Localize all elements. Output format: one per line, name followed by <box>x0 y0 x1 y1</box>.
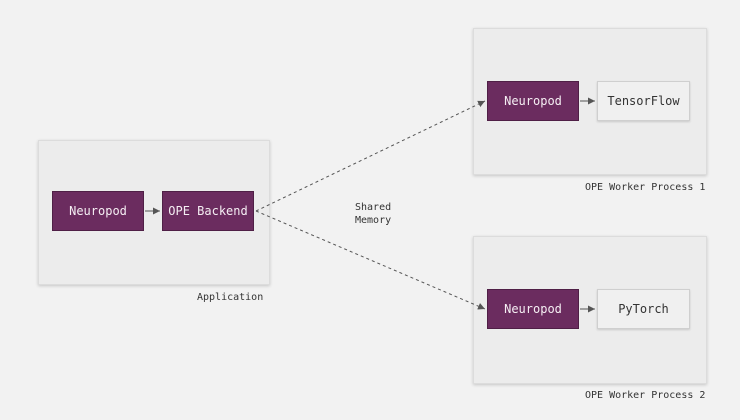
app-neuropod-box: Neuropod <box>52 191 144 231</box>
arrow-backend-to-worker2 <box>255 210 486 310</box>
ope-backend-box: OPE Backend <box>162 191 254 231</box>
application-label: Application <box>197 292 264 303</box>
shared-memory-line2: Memory <box>355 215 392 226</box>
shared-memory-line1: Shared <box>355 202 392 213</box>
pytorch-box: PyTorch <box>597 289 690 329</box>
tensorflow-box: TensorFlow <box>597 81 690 121</box>
worker2-label: OPE Worker Process 2 <box>585 390 706 401</box>
shared-memory-label: Shared Memory <box>355 201 391 227</box>
arrow-backend-to-worker1 <box>255 100 486 212</box>
worker1-neuropod-box: Neuropod <box>487 81 579 121</box>
worker1-label: OPE Worker Process 1 <box>585 182 706 193</box>
worker2-neuropod-box: Neuropod <box>487 289 579 329</box>
